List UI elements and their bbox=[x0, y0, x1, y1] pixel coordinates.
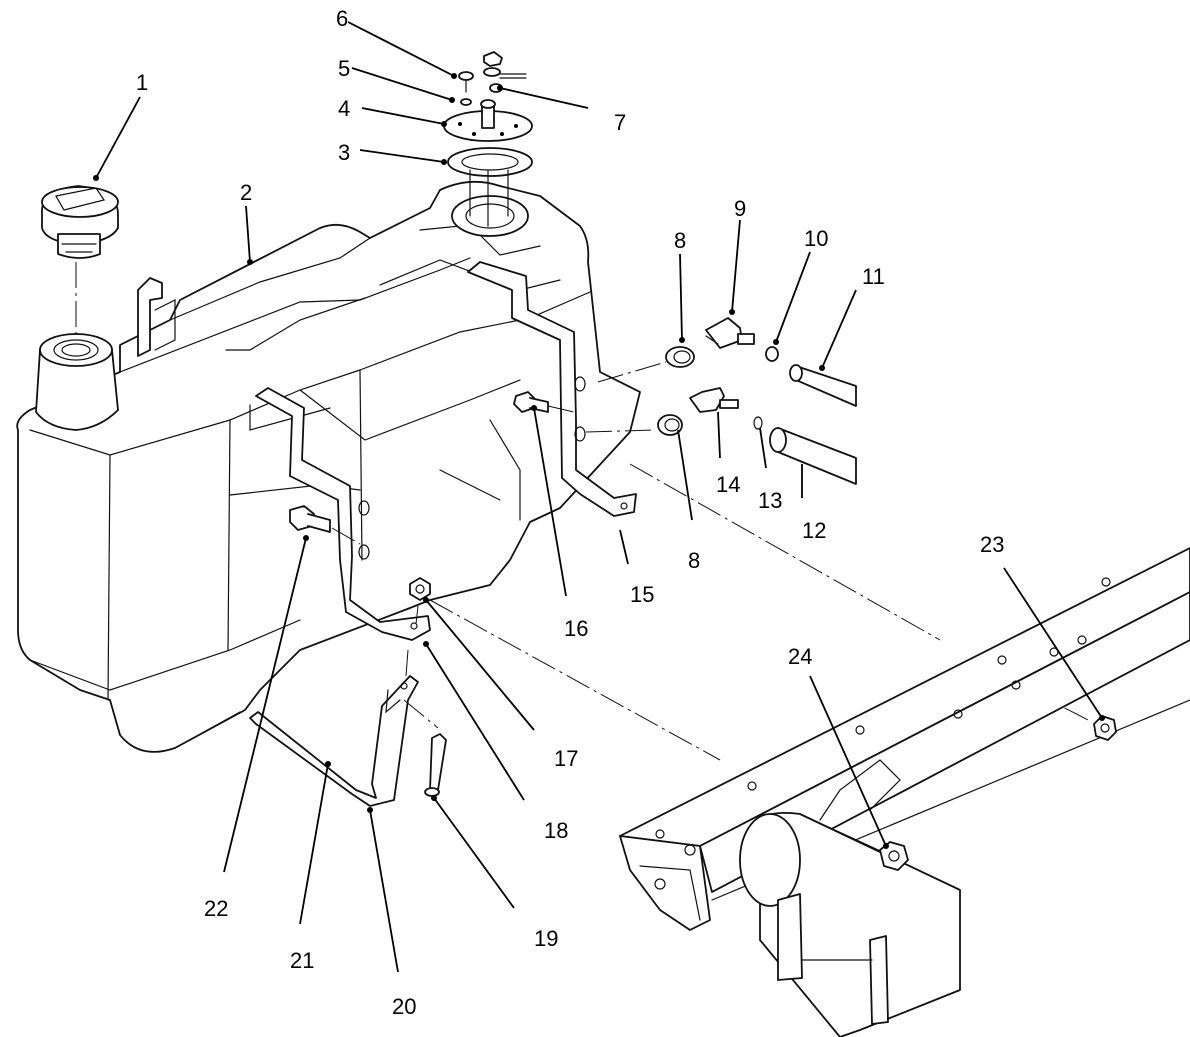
callout-7: 7 bbox=[614, 110, 626, 135]
flange-nut-icon bbox=[879, 841, 909, 871]
callout-8-lower: 8 bbox=[688, 548, 700, 573]
centerline bbox=[403, 699, 439, 729]
callout-22: 22 bbox=[204, 896, 228, 921]
hose-clamp-icon bbox=[753, 416, 763, 430]
fuel-tank-icon bbox=[16, 180, 641, 753]
callout-5: 5 bbox=[338, 56, 350, 81]
flange-nut-icon bbox=[409, 577, 431, 601]
callout-1: 1 bbox=[136, 70, 148, 95]
callout-19: 19 bbox=[534, 926, 558, 951]
centerline bbox=[547, 405, 575, 413]
sender-tube-icon bbox=[469, 169, 509, 227]
return-hose-icon bbox=[769, 427, 857, 485]
screw-icon bbox=[458, 71, 474, 93]
callout-13: 13 bbox=[758, 488, 782, 513]
sender-hardware-icon bbox=[483, 51, 527, 93]
centerline bbox=[585, 429, 657, 433]
callout-20: 20 bbox=[392, 994, 416, 1019]
hose-clamp-icon bbox=[765, 346, 779, 362]
centerline bbox=[597, 361, 667, 383]
tank-strap-icon bbox=[467, 261, 637, 517]
callout-11: 11 bbox=[862, 264, 885, 289]
straight-fitting-icon bbox=[689, 387, 739, 413]
callout-10: 10 bbox=[804, 226, 828, 251]
centerline bbox=[331, 527, 361, 545]
callout-18: 18 bbox=[544, 818, 568, 843]
centerline bbox=[415, 605, 419, 625]
callout-labels: 1 2 3 4 5 6 7 8 8 9 10 11 12 13 14 15 16… bbox=[136, 6, 1004, 1019]
callout-2: 2 bbox=[240, 180, 252, 205]
callout-17: 17 bbox=[554, 746, 578, 771]
callout-3: 3 bbox=[338, 140, 350, 165]
callout-16: 16 bbox=[564, 616, 588, 641]
callout-8-upper: 8 bbox=[674, 228, 686, 253]
centerline bbox=[405, 649, 409, 677]
elbow-fitting-icon bbox=[705, 317, 755, 349]
fuel-cap-icon bbox=[41, 185, 119, 259]
callout-9: 9 bbox=[734, 196, 746, 221]
lock-washer-icon bbox=[460, 98, 472, 106]
tank-strap-icon bbox=[255, 387, 431, 641]
fuel-sender-plate-icon bbox=[443, 99, 533, 142]
callout-14: 14 bbox=[716, 472, 740, 497]
callout-23: 23 bbox=[980, 532, 1004, 557]
cap-screw-icon bbox=[513, 391, 549, 413]
centerline bbox=[429, 599, 721, 761]
grommet-icon bbox=[657, 414, 683, 436]
gasket-icon bbox=[447, 147, 533, 177]
grommet-icon bbox=[665, 346, 695, 368]
flange-nut-icon bbox=[1093, 715, 1117, 741]
support-bracket-icon bbox=[249, 675, 419, 807]
callout-24: 24 bbox=[788, 644, 812, 669]
cap-screw-icon bbox=[424, 733, 447, 797]
leader-lines bbox=[93, 21, 1105, 973]
centerline bbox=[629, 463, 941, 641]
fuel-hose-icon bbox=[789, 364, 857, 407]
frame-rail-icon bbox=[619, 547, 1190, 1037]
callout-12: 12 bbox=[802, 518, 826, 543]
callout-6: 6 bbox=[336, 6, 348, 31]
callout-21: 21 bbox=[290, 948, 314, 973]
cap-screw-icon bbox=[289, 505, 331, 533]
callout-4: 4 bbox=[338, 96, 350, 121]
callout-15: 15 bbox=[630, 582, 654, 607]
